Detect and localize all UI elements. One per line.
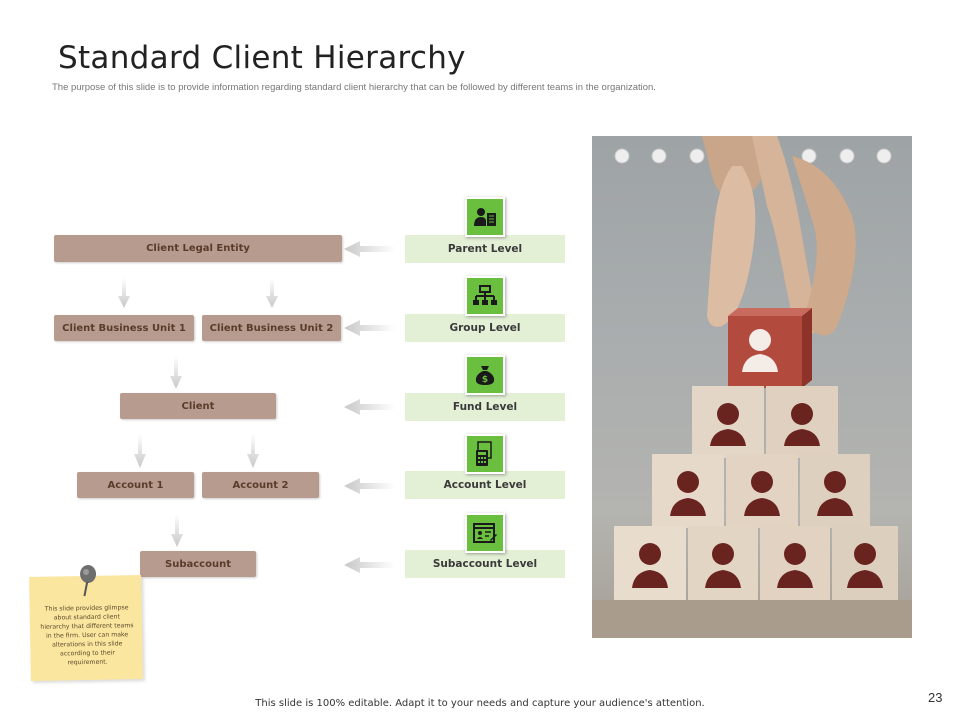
parent-level-label[interactable]: Parent Level — [405, 235, 565, 263]
client-business-unit-2-box[interactable]: Client Business Unit 2 — [202, 315, 341, 341]
note-text: This slide provides glimpse about standa… — [40, 604, 134, 667]
footer-note: This slide is 100% editable. Adapt it to… — [255, 698, 705, 709]
fund-level-label[interactable]: Fund Level — [405, 393, 565, 421]
slide-subtitle: The purpose of this slide is to provide … — [52, 82, 656, 93]
level-arrow — [344, 399, 395, 415]
calculator-document-icon — [465, 434, 505, 474]
subaccount-level-label[interactable]: Subaccount Level — [405, 550, 565, 578]
org-chart-icon — [465, 276, 505, 316]
client-box[interactable]: Client — [120, 393, 276, 419]
down-arrow — [118, 278, 130, 308]
down-arrow — [171, 514, 183, 547]
level-arrow — [344, 557, 395, 573]
sticky-note: This slide provides glimpse about standa… — [29, 564, 143, 681]
money-bag-icon: $ — [465, 355, 505, 395]
client-legal-entity-box[interactable]: Client Legal Entity — [54, 235, 342, 262]
id-card-icon — [465, 513, 505, 553]
person-document-icon — [465, 197, 505, 237]
account-level-label[interactable]: Account Level — [405, 471, 565, 499]
down-arrow — [134, 434, 146, 468]
account-2-box[interactable]: Account 2 — [202, 472, 319, 498]
level-arrow — [344, 320, 395, 336]
down-arrow — [266, 278, 278, 308]
pushpin-icon — [80, 564, 97, 597]
page-number: 23 — [928, 690, 943, 705]
group-level-label[interactable]: Group Level — [405, 314, 565, 342]
hierarchy-cubes-photo — [592, 136, 912, 638]
slide-title: Standard Client Hierarchy — [58, 40, 466, 76]
client-business-unit-1-box[interactable]: Client Business Unit 1 — [54, 315, 194, 341]
account-1-box[interactable]: Account 1 — [77, 472, 194, 498]
down-arrow — [170, 356, 182, 389]
wooden-cubes — [614, 386, 898, 600]
down-arrow — [247, 434, 259, 468]
subaccount-box[interactable]: Subaccount — [140, 551, 256, 577]
level-arrow — [344, 241, 395, 257]
level-arrow — [344, 478, 395, 494]
svg-text:$: $ — [482, 375, 488, 385]
